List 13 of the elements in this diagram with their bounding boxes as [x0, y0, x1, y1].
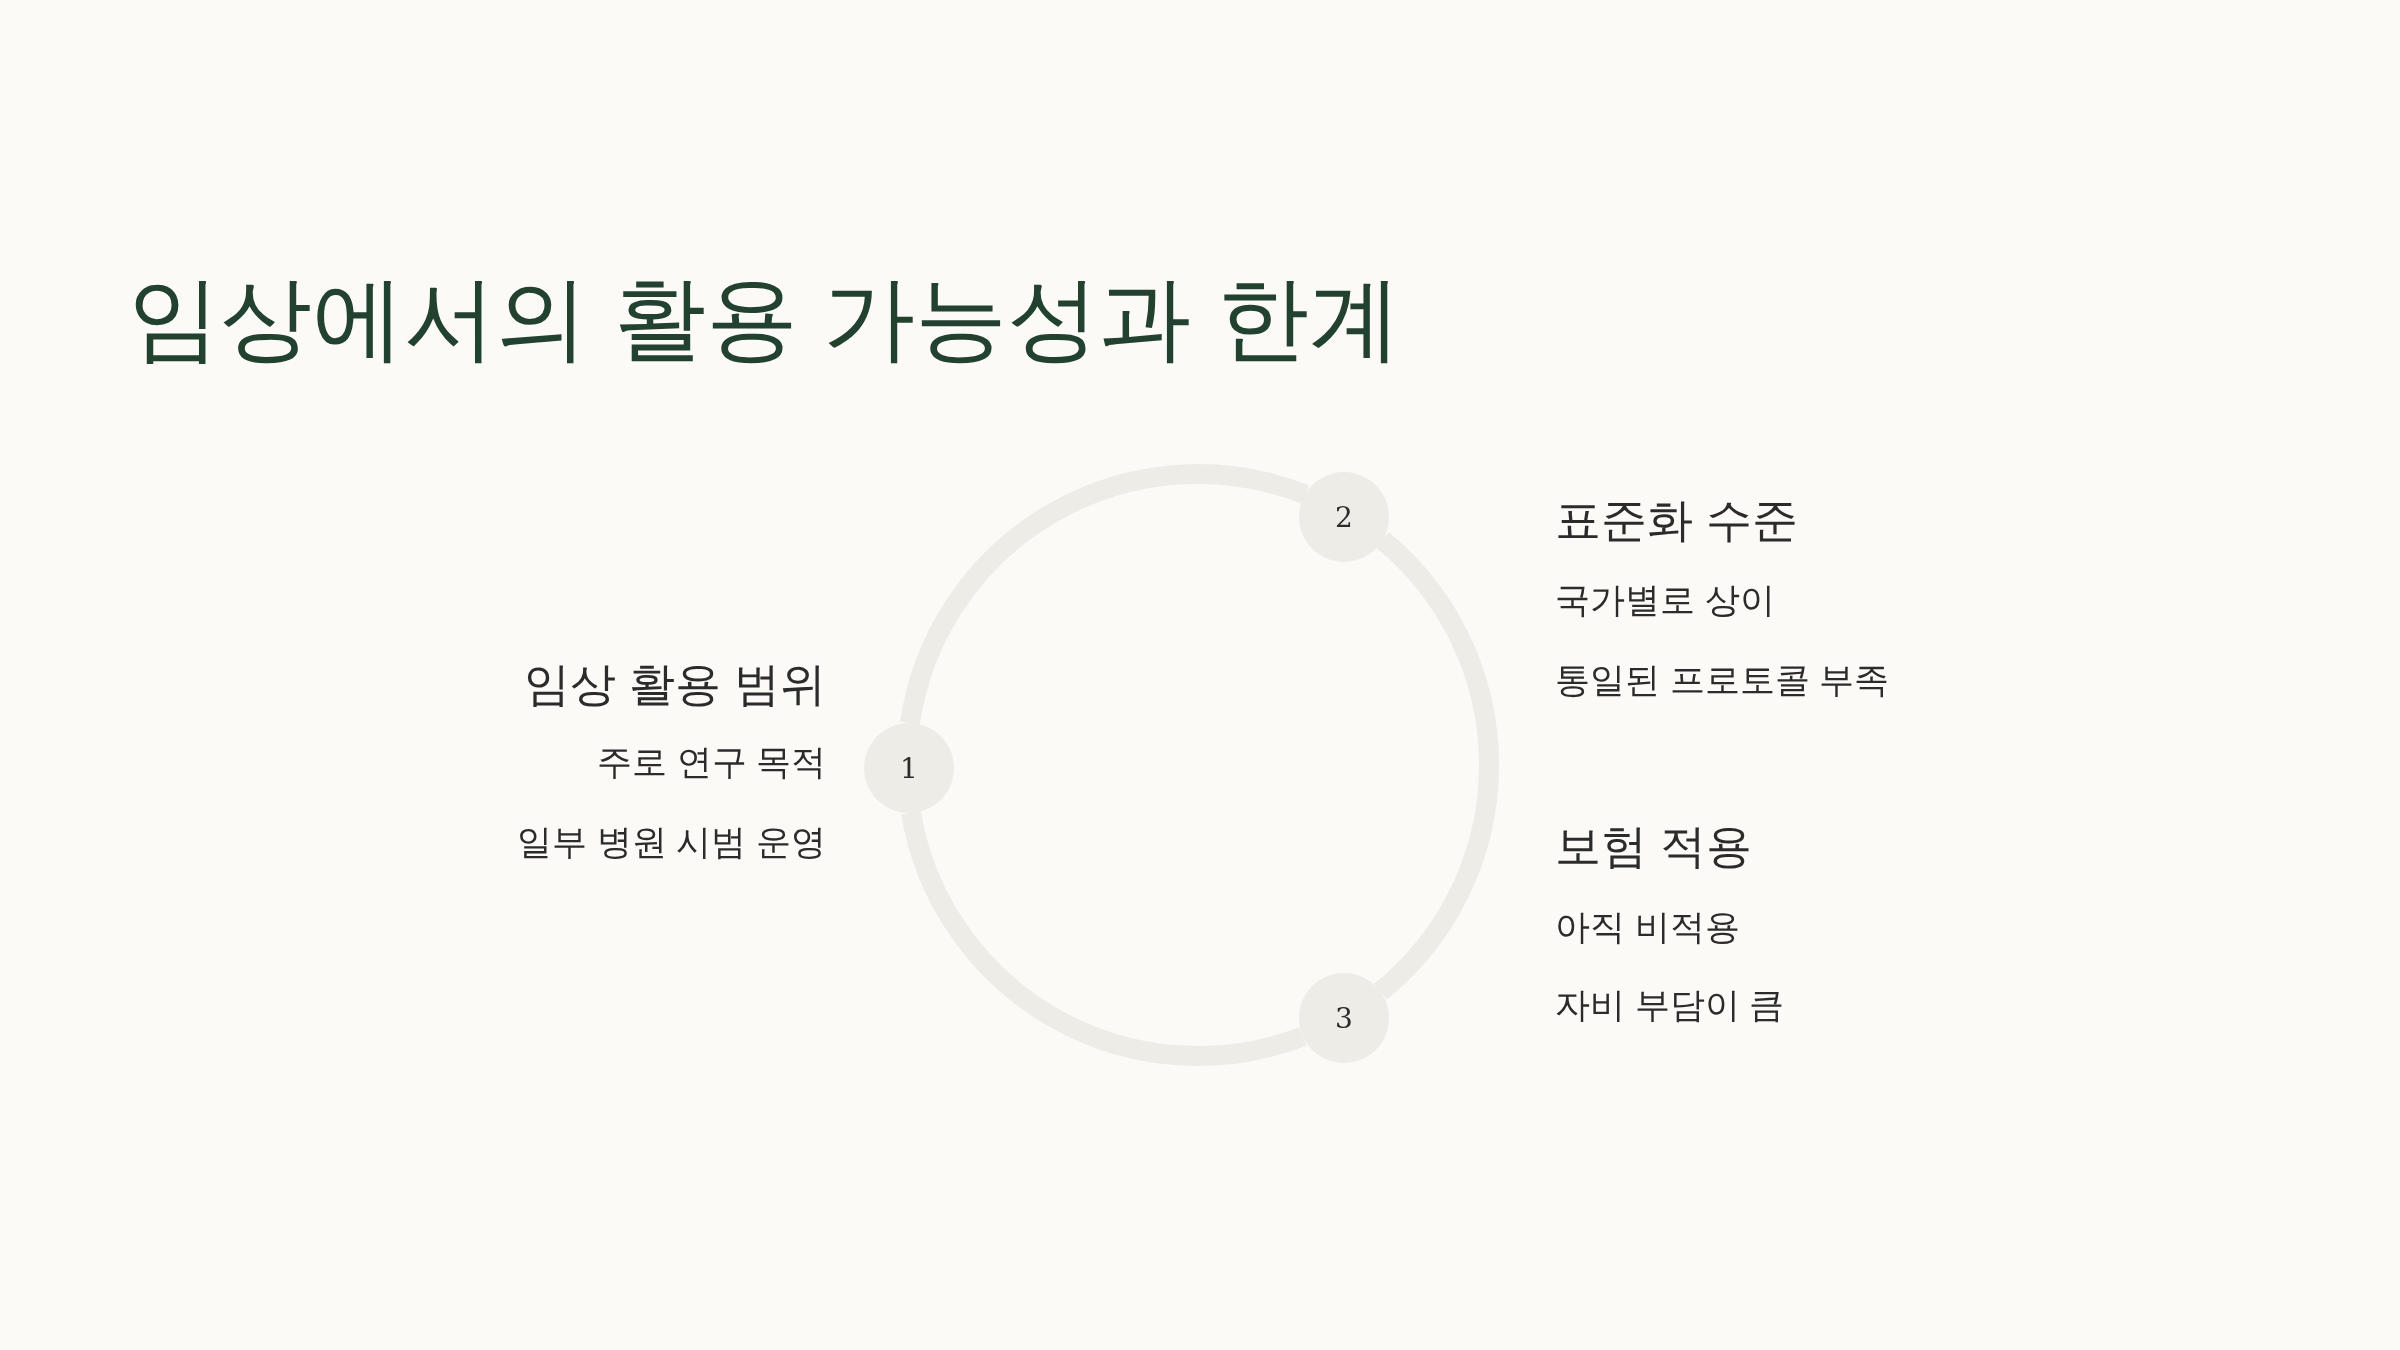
- item-text: 자비 부담이 큼: [1555, 984, 1785, 1026]
- item-heading: 임상 활용 범위: [524, 656, 826, 712]
- number-circle: 2: [1299, 472, 1389, 562]
- item-text: 국가별로 상이: [1555, 579, 1775, 621]
- item-text: 주로 연구 목적: [597, 741, 827, 783]
- item-heading: 표준화 수준: [1555, 492, 1798, 548]
- item-text: 아직 비적용: [1555, 906, 1740, 948]
- number-circle: 1: [864, 723, 954, 813]
- item-text: 일부 병원 시범 운영: [517, 821, 827, 863]
- number-circle: 3: [1299, 973, 1389, 1063]
- item-text: 통일된 프로토콜 부족: [1555, 659, 1890, 701]
- item-heading: 보험 적용: [1555, 818, 1752, 874]
- title: 임상에서의 활용 가능성과 한계: [128, 268, 1401, 370]
